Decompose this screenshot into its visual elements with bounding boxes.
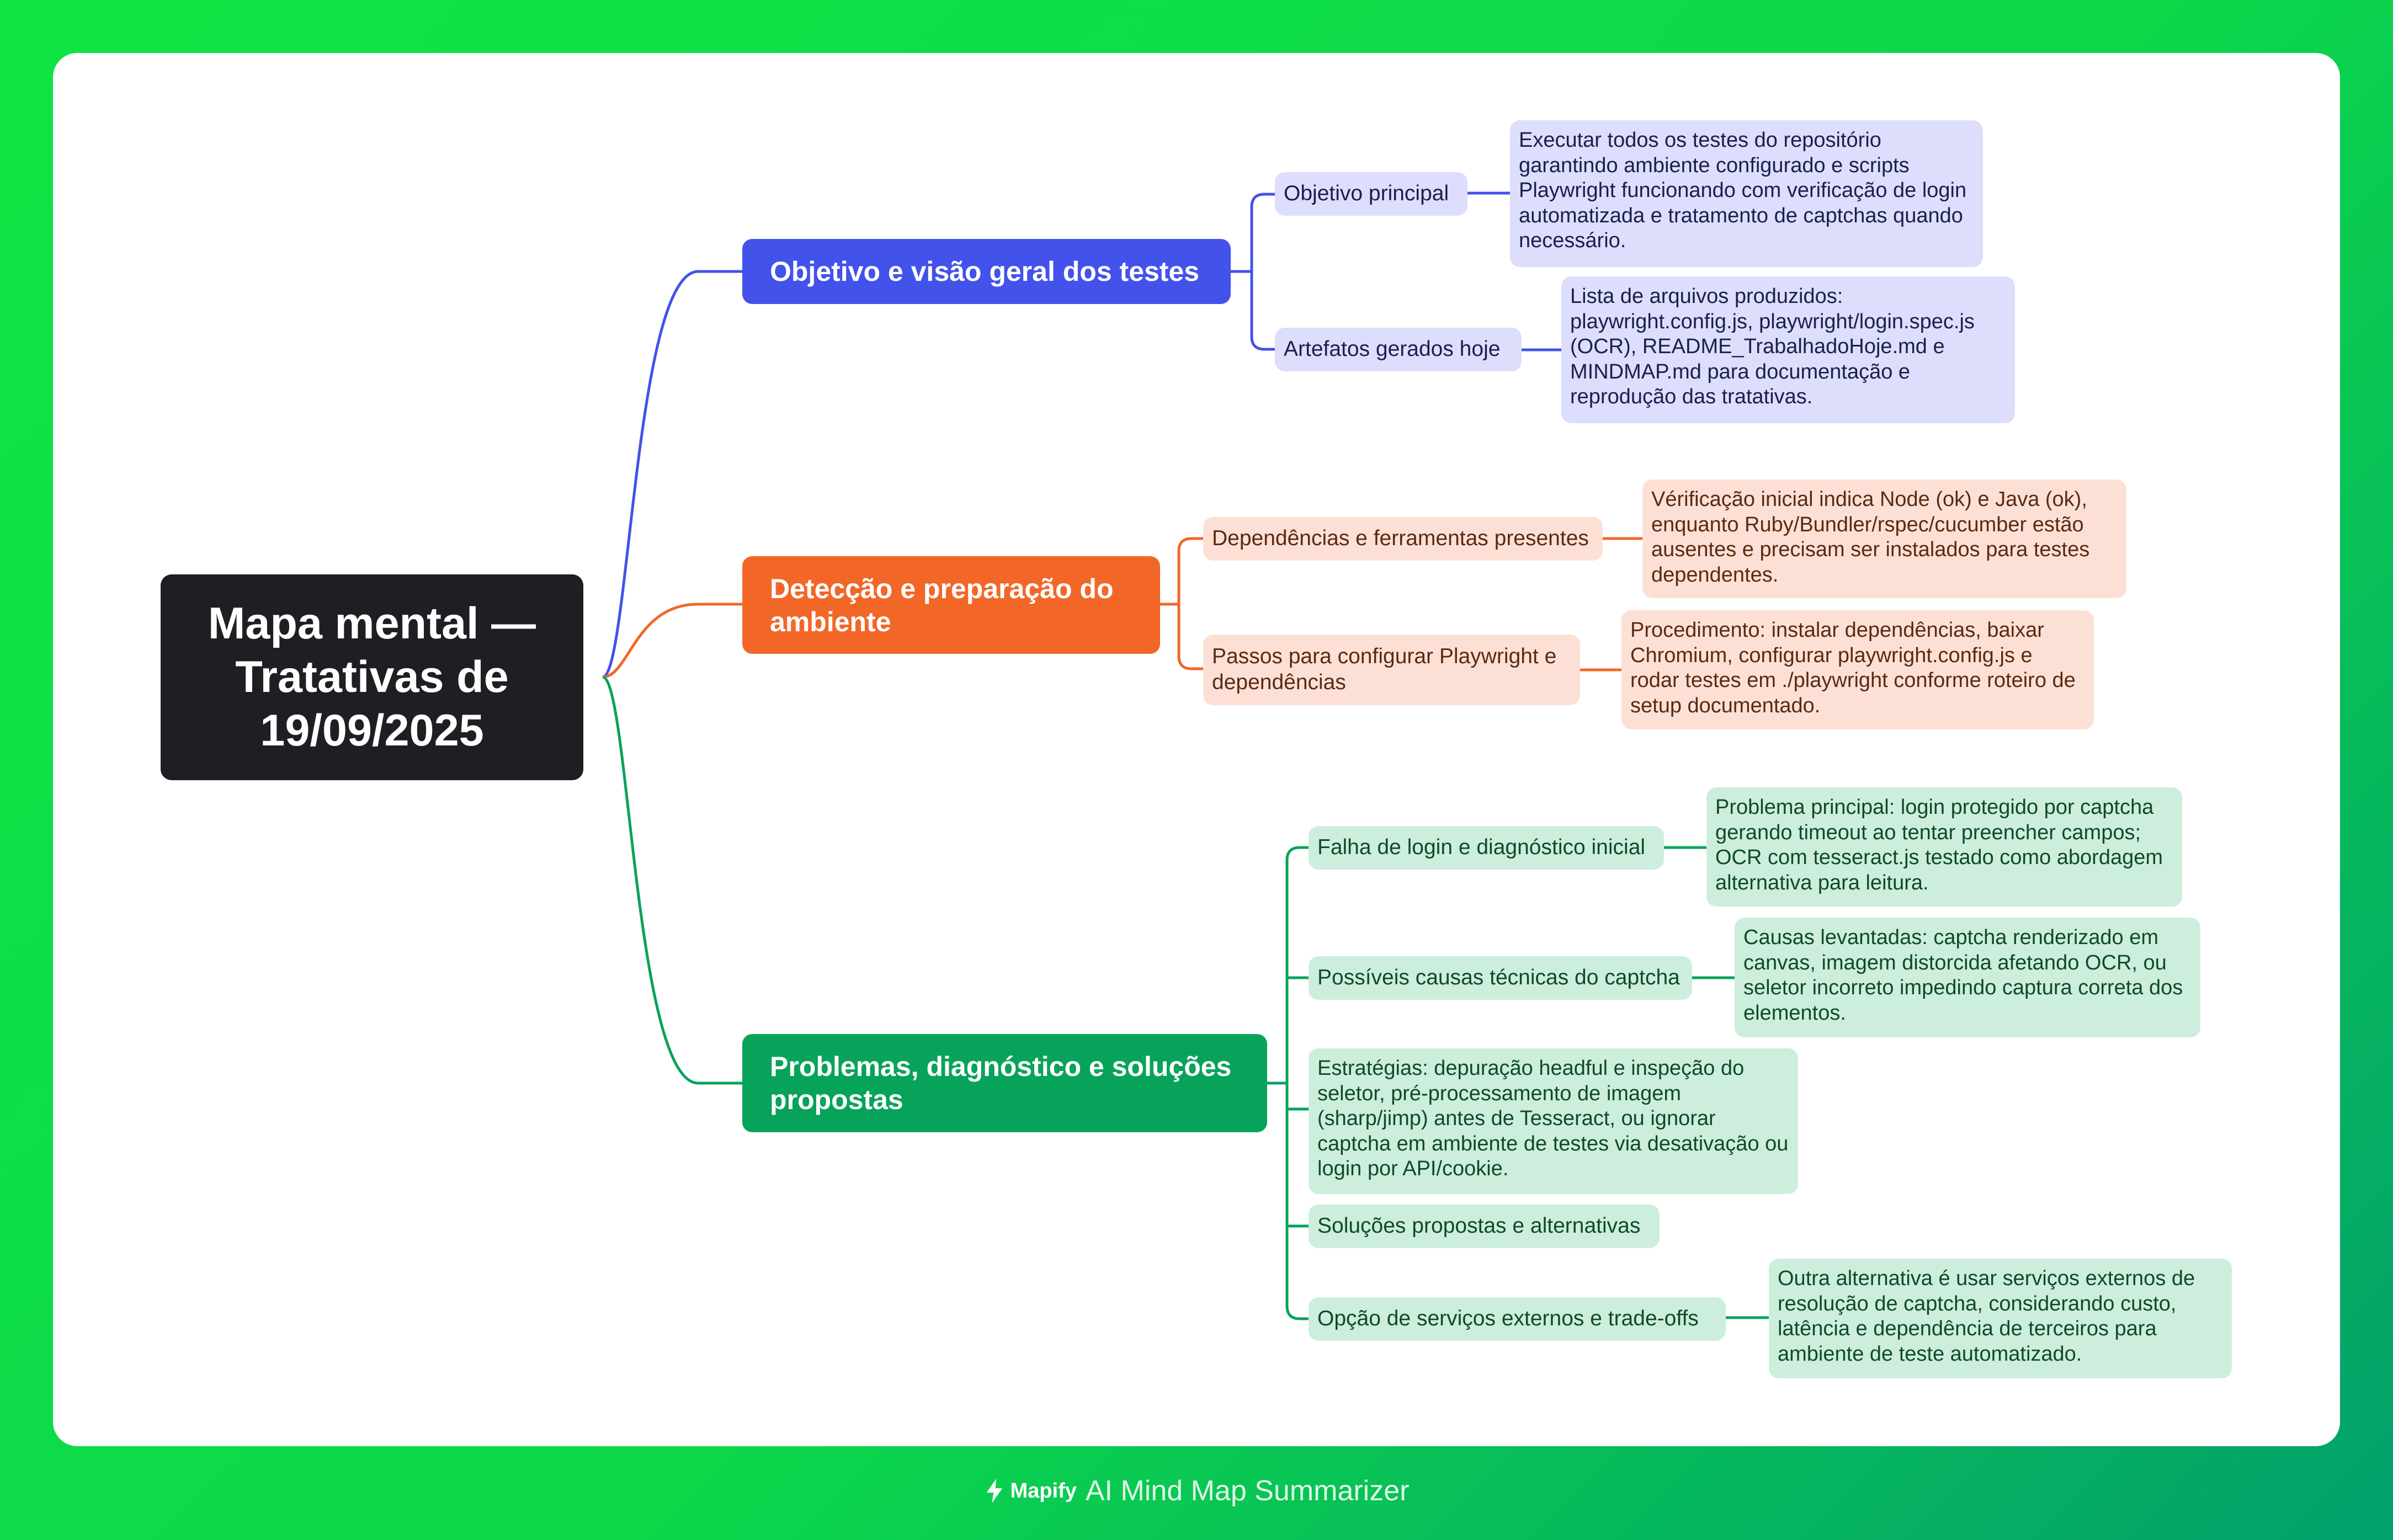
connector-root-to-problemas — [602, 675, 742, 1085]
branch-deteccao[interactable]: Detecção e preparação do ambiente — [742, 556, 1160, 654]
branch-objetivo[interactable]: Objetivo e visão geral dos testes — [742, 239, 1231, 304]
detail-possiveis-causas[interactable]: Causas levantadas: captcha renderizado e… — [1735, 918, 2200, 1037]
detail-servicos-externos[interactable]: Outra alternativa é usar serviços extern… — [1769, 1259, 2232, 1378]
node-falha-login[interactable]: Falha de login e diagnóstico inicial — [1309, 826, 1664, 870]
node-possiveis-causas[interactable]: Possíveis causas técnicas do captcha — [1309, 956, 1692, 1000]
node-artefatos-gerados[interactable]: Artefatos gerados hoje — [1275, 328, 1522, 371]
connector-root-to-deteccao — [602, 603, 742, 679]
lightning-bolt-icon — [986, 1478, 1002, 1504]
branch-problemas[interactable]: Problemas, diagnóstico e soluções propos… — [742, 1034, 1267, 1132]
connector-green-to-falha — [1285, 846, 1309, 1083]
connector-orange-to-passos — [1177, 604, 1203, 670]
node-dependencias[interactable]: Dependências e ferramentas presentes — [1203, 517, 1603, 561]
detail-falha-login[interactable]: Problema principal: login protegido por … — [1706, 787, 2182, 907]
node-estrategias[interactable]: Estratégias: depuração headful e inspeçã… — [1309, 1048, 1798, 1194]
detail-artefatos-gerados[interactable]: Lista de arquivos produzidos: playwright… — [1561, 276, 2015, 423]
connector-root-to-objetivo — [602, 270, 742, 679]
detail-passos-playwright[interactable]: Procedimento: instalar dependências, bai… — [1621, 610, 2094, 729]
connector-green-to-opcao — [1285, 1083, 1309, 1320]
node-solucoes-propostas[interactable]: Soluções propostas e alternativas — [1309, 1205, 1660, 1248]
node-objetivo-principal[interactable]: Objetivo principal — [1275, 172, 1467, 216]
connector-blue-to-artefatos — [1250, 271, 1275, 351]
detail-dependencias[interactable]: Vérificação inicial indica Node (ok) e J… — [1642, 479, 2126, 598]
mapify-logo[interactable]: Mapify — [984, 1478, 1077, 1504]
node-servicos-externos[interactable]: Opção de serviços externos e trade-offs — [1309, 1297, 1726, 1341]
footer: Mapify AI Mind Map Summarizer — [0, 1474, 2393, 1507]
connector-orange-to-dependencias — [1177, 537, 1203, 604]
detail-objetivo-principal[interactable]: Executar todos os testes do repositório … — [1510, 120, 1983, 267]
footer-tagline: AI Mind Map Summarizer — [1085, 1475, 1410, 1507]
connector-blue-to-objetivo-principal — [1250, 193, 1275, 271]
node-passos-playwright[interactable]: Passos para configurar Playwright e depe… — [1203, 635, 1580, 705]
brand-name: Mapify — [1010, 1479, 1077, 1502]
root-node-title[interactable]: Mapa mental — Tratativas de 19/09/2025 — [161, 574, 583, 780]
